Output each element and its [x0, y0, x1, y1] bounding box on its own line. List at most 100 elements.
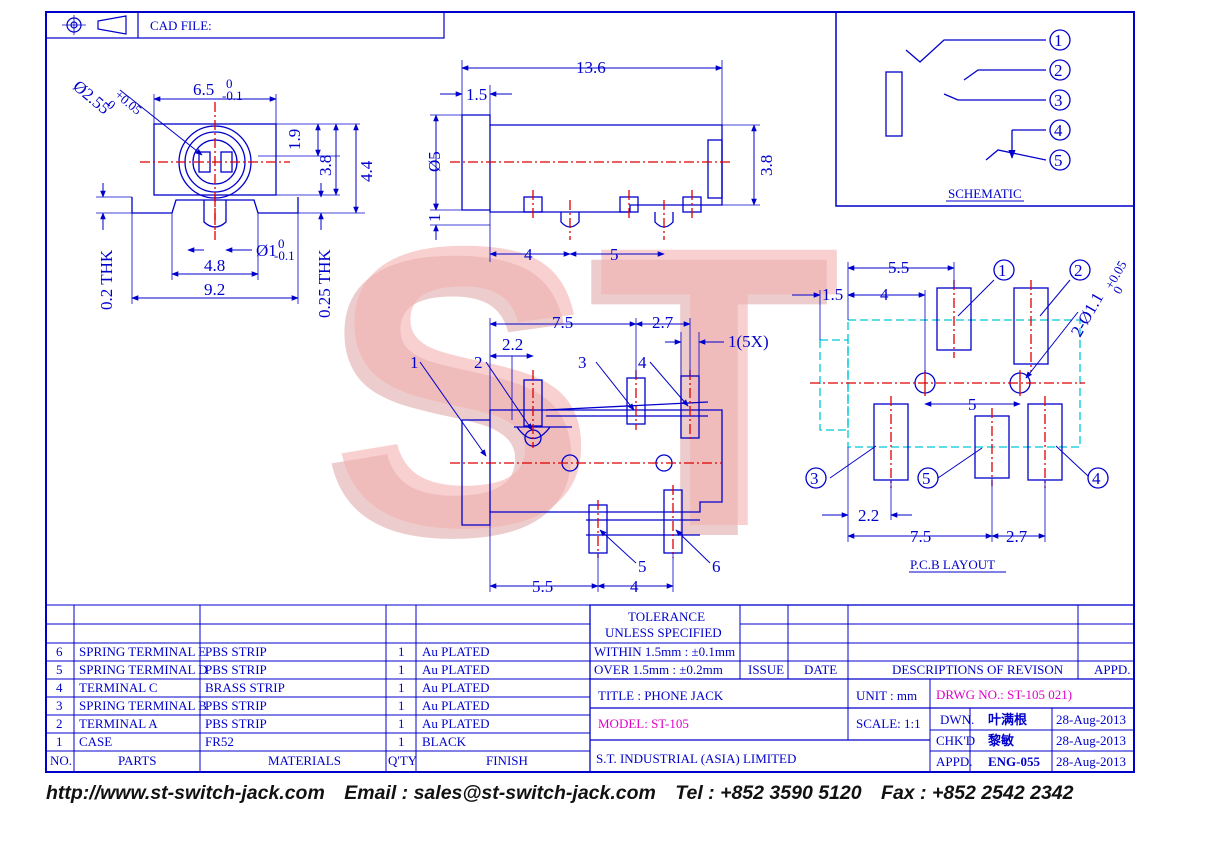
appd-label: APPD. — [936, 754, 973, 769]
side-view — [430, 60, 760, 262]
dwn-label: DWN. — [940, 712, 974, 727]
parts-row-part: SPRING TERMINAL B — [79, 698, 207, 713]
dim-9-2-label: 9.2 — [204, 280, 225, 299]
pcb-title: P.C.B LAYOUT — [910, 557, 995, 572]
top-callout-3: 3 — [578, 353, 587, 372]
side-dim-d5: Ø5 — [425, 151, 444, 172]
footer-fax: Fax : +852 2542 2342 — [881, 782, 1074, 804]
dim-1-9-label: 1.9 — [285, 129, 304, 150]
top-dim-2-2: 2.2 — [502, 335, 523, 354]
top-dim-4: 4 — [630, 577, 639, 596]
pcb-pin-3: 3 — [810, 469, 819, 488]
side-dim-3-8: 3.8 — [757, 155, 776, 176]
schematic-pin-4: 4 — [1054, 121, 1063, 140]
pcb-pin-4: 4 — [1092, 469, 1101, 488]
chkd-date: 28-Aug-2013 — [1056, 733, 1126, 748]
top-dim-2-7: 2.7 — [652, 313, 674, 332]
parts-row-finish: Au PLATED — [422, 644, 490, 659]
top-callout-6: 6 — [712, 557, 721, 576]
dim-width-tol2: -0.1 — [222, 88, 243, 103]
drawing-title: TITLE : PHONE JACK — [598, 688, 724, 703]
schematic-pin-3: 3 — [1054, 91, 1063, 110]
watermark-shadow: ST — [320, 173, 831, 620]
footer-contact: http://www.st-switch-jack.com Email : sa… — [46, 782, 1186, 808]
title-block-grid — [589, 604, 1135, 773]
tolerance-within: WITHIN 1.5mm : ±0.1mm — [594, 644, 735, 659]
dwn-date: 28-Aug-2013 — [1056, 712, 1126, 727]
footer-email[interactable]: Email : sales@st-switch-jack.com — [344, 782, 656, 804]
appd-date: 28-Aug-2013 — [1056, 754, 1126, 769]
dim-4-4-label: 4.4 — [357, 160, 376, 182]
watermark-text: ST — [330, 163, 841, 610]
pcb-pin-1: 1 — [998, 261, 1007, 280]
schematic — [885, 29, 1071, 202]
side-dim-5: 5 — [610, 245, 619, 264]
parts-row-part: TERMINAL A — [79, 716, 158, 731]
parts-row-finish: Au PLATED — [422, 716, 490, 731]
parts-header-no: NO. — [50, 753, 72, 768]
parts-row-material: PBS STRIP — [205, 644, 267, 659]
dim-pin-tol2: -0.1 — [274, 248, 295, 263]
appd-name: ENG-055 — [988, 754, 1041, 769]
pcb-dim-hole: 2-Ø1.1 — [1067, 289, 1107, 340]
schematic-frame — [835, 11, 1135, 207]
front-view — [96, 89, 365, 304]
parts-row-finish: Au PLATED — [422, 662, 490, 677]
st-watermark: ST ST — [320, 163, 841, 620]
parts-list-rows: 6 SPRING TERMINAL E PBS STRIP 1 Au PLATE… — [50, 644, 528, 768]
parts-row-no: 2 — [56, 716, 63, 731]
footer-url[interactable]: http://www.st-switch-jack.com — [46, 782, 325, 804]
drawing-number: DRWG NO.: ST-105 021) — [936, 687, 1072, 702]
side-dim-4: 4 — [524, 245, 533, 264]
pcb-dim-4: 4 — [880, 285, 889, 304]
top-callout-5: 5 — [638, 557, 647, 576]
model-label: MODEL: ST-105 — [598, 716, 689, 731]
parts-row-no: 1 — [56, 734, 63, 749]
unit-label: UNIT : mm — [856, 688, 917, 703]
parts-row-material: PBS STRIP — [205, 716, 267, 731]
company-name: S.T. INDUSTRIAL (ASIA) LIMITED — [596, 751, 796, 766]
parts-row-no: 5 — [56, 662, 63, 677]
parts-row-no: 3 — [56, 698, 63, 713]
parts-row-qty: 1 — [398, 698, 405, 713]
tolerance-line2: UNLESS SPECIFIED — [605, 625, 722, 640]
pcb-pin-2: 2 — [1074, 261, 1083, 280]
parts-row-no: 4 — [56, 680, 63, 695]
pcb-dim-5: 5 — [968, 395, 977, 414]
appd-header: APPD. — [1094, 662, 1131, 677]
pcb-dim-2-7: 2.7 — [1006, 527, 1028, 546]
parts-header-materials: MATERIALS — [268, 753, 341, 768]
date-header: DATE — [804, 662, 837, 677]
dim-width-label: 6.5 — [193, 80, 214, 99]
dim-diameter-label: Ø2.55 — [69, 77, 113, 119]
parts-row-qty: 1 — [398, 644, 405, 659]
parts-row-qty: 1 — [398, 662, 405, 677]
parts-row-part: CASE — [79, 734, 112, 749]
top-dim-7-5: 7.5 — [552, 313, 573, 332]
scale-label: SCALE: 1:1 — [856, 716, 921, 731]
dim-0-2-thk-label: 0.2 THK — [97, 249, 116, 310]
schematic-title: SCHEMATIC — [948, 186, 1022, 201]
parts-row-part: SPRING TERMINAL E — [79, 644, 206, 659]
dim-0-25-thk-label: 0.25 THK — [315, 249, 334, 318]
dim-4-8-label: 4.8 — [204, 256, 225, 275]
top-callout-1: 1 — [410, 353, 419, 372]
tolerance-over: OVER 1.5mm : ±0.2mm — [594, 662, 723, 677]
parts-row-part: TERMINAL C — [79, 680, 158, 695]
parts-row-material: FR52 — [205, 734, 234, 749]
pcb-pin-5: 5 — [922, 469, 931, 488]
dim-width-tol1: 0 — [226, 76, 233, 91]
top-callout-4: 4 — [638, 353, 647, 372]
parts-row-material: PBS STRIP — [205, 662, 267, 677]
dim-3-8-label: 3.8 — [316, 155, 335, 176]
chkd-name: 黎敏 — [988, 733, 1015, 748]
schematic-pin-2: 2 — [1054, 61, 1063, 80]
pcb-dim-7-5: 7.5 — [910, 527, 931, 546]
parts-row-finish: Au PLATED — [422, 680, 490, 695]
parts-row-finish: Au PLATED — [422, 698, 490, 713]
top-view — [419, 318, 724, 592]
parts-row-part: SPRING TERMINAL D — [79, 662, 208, 677]
projection-symbol-icon — [62, 15, 127, 35]
parts-row-finish: BLACK — [422, 734, 467, 749]
